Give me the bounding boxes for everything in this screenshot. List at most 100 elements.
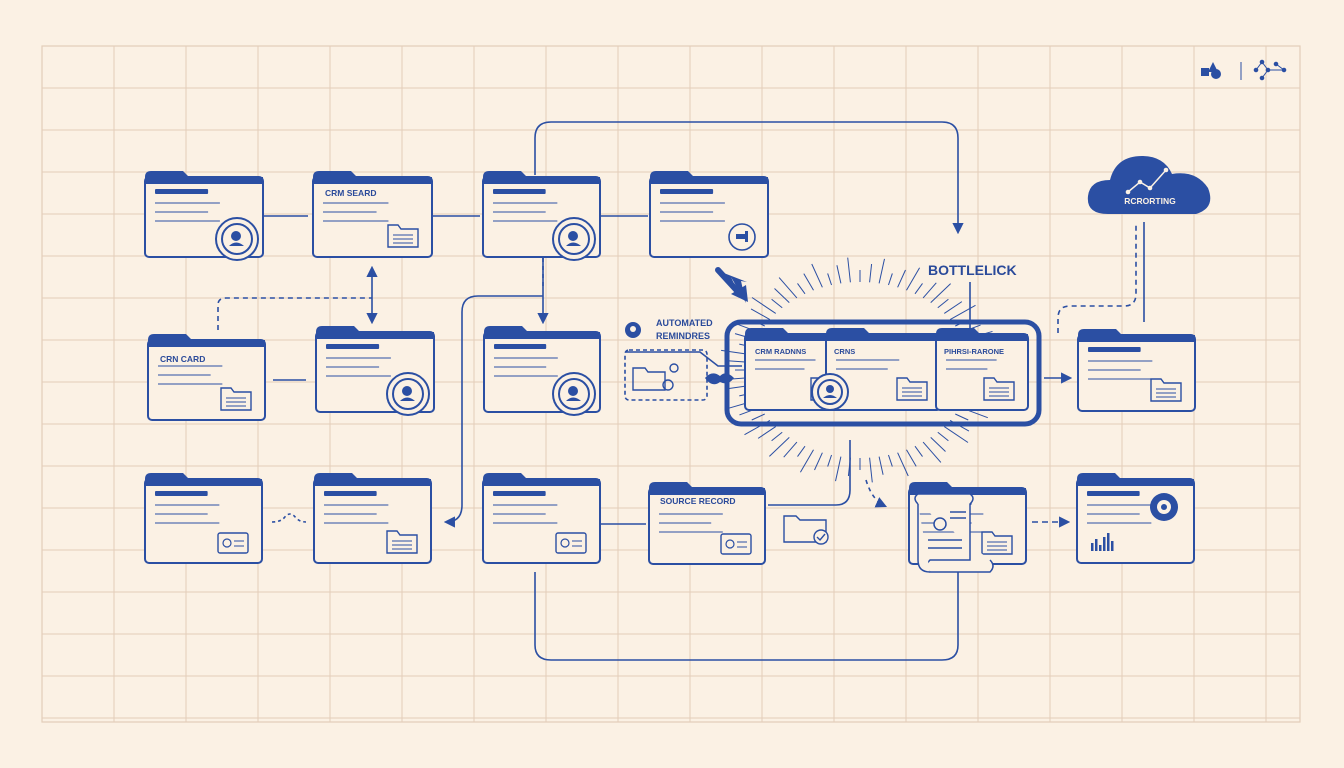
burst-ray [869, 263, 873, 283]
connector-reminders [626, 351, 742, 367]
card-stack-2[interactable] [825, 328, 942, 411]
burst-ray [803, 273, 814, 291]
burst-ray [930, 283, 951, 303]
document-scroll-icon [914, 493, 994, 573]
contact-badge-icon [811, 373, 849, 411]
card-source-record[interactable] [648, 482, 766, 565]
bottleneck-label: BOTTLELICK [928, 262, 1017, 278]
big-arrow-icon [716, 270, 747, 303]
source-record-label: SOURCE RECORD [660, 496, 736, 506]
folder-header [1078, 335, 1195, 342]
burst-ray [774, 288, 790, 303]
card-stack-3[interactable] [935, 328, 1029, 411]
burst-ray [914, 445, 923, 457]
automated-label-2: REMINDRES [656, 331, 710, 341]
shapes-icon[interactable] [1201, 62, 1221, 79]
cloud-label: RCRORTING [1124, 196, 1176, 206]
burst-ray [897, 269, 906, 288]
folder-header [909, 488, 1026, 495]
connector-left-long [443, 295, 543, 528]
card-title-bar [493, 491, 546, 496]
burst-ray [937, 298, 949, 309]
handshake-icon [705, 373, 734, 385]
folder-check-icon [783, 515, 829, 545]
burst-ray [836, 265, 842, 284]
card-r1-c1[interactable] [144, 171, 264, 261]
bar-chart-bar [1091, 543, 1094, 551]
burst-ray [878, 456, 884, 475]
folder-header [145, 479, 262, 486]
card-title-bar [660, 189, 714, 194]
card-r3-c1[interactable] [144, 473, 263, 564]
folder-header [650, 177, 768, 184]
reminders-dashed-box [624, 349, 708, 401]
card-r2-right[interactable] [1077, 329, 1196, 412]
burst-ray [751, 413, 765, 421]
burst-ray [949, 304, 976, 320]
folder-header [313, 177, 432, 184]
burst-ray [922, 441, 942, 463]
burst-ray [922, 282, 937, 299]
burst-ray [799, 449, 814, 473]
burst-ray [955, 413, 969, 421]
card-title-bar [494, 344, 547, 349]
burst-ray [943, 301, 963, 314]
connector-source-up [768, 440, 851, 506]
folder-header [148, 340, 265, 347]
burst-ray [751, 297, 777, 314]
folder-header [316, 332, 434, 339]
card-r3-c2[interactable] [313, 473, 432, 564]
folder-icon [983, 377, 1015, 401]
card-title-bar [324, 491, 377, 496]
connector-top-loop [534, 121, 964, 235]
folder-header [484, 332, 600, 339]
card-crm-search[interactable] [312, 171, 433, 258]
media-icon [217, 532, 249, 554]
burst-ray [757, 426, 777, 439]
folder-header [314, 479, 431, 486]
card-crm-card[interactable] [147, 334, 266, 421]
card-r2-c3[interactable] [483, 326, 601, 416]
media-icon [555, 532, 587, 554]
burst-ray [750, 308, 771, 320]
folder-header [826, 334, 941, 341]
burst-ray [906, 267, 921, 291]
network-icon[interactable] [1253, 59, 1287, 81]
big-arrow-head [731, 285, 748, 302]
stack-card-3-label: PIHRSI-RARONE [944, 347, 1004, 356]
card-r3-right[interactable] [1076, 473, 1195, 564]
connector-bottom-loop [534, 572, 959, 661]
connector-dashed-cloud [1057, 222, 1137, 333]
burst-ray [827, 273, 833, 286]
bar-chart-bar [1107, 533, 1110, 551]
card-r1-c4[interactable] [649, 171, 769, 258]
folder-cards [144, 171, 1196, 565]
bottleneck-box[interactable] [724, 319, 1042, 427]
bar-chart-bar [1099, 545, 1102, 551]
burst-ray [835, 456, 842, 482]
burst-ray [797, 445, 806, 457]
burst-ray [937, 431, 949, 442]
connectors [217, 121, 1145, 661]
folder-icon [981, 531, 1013, 555]
folder-icon [386, 530, 418, 554]
crm-search-label: CRM SEARD [325, 188, 376, 198]
automated-label-1: AUTOMATED [656, 318, 713, 328]
burst-ray [847, 257, 851, 283]
folder-header [745, 334, 855, 341]
folder-icon [220, 387, 252, 411]
card-title-bar [1087, 491, 1140, 496]
card-title-bar [326, 344, 380, 349]
folder-icon [1150, 378, 1182, 402]
folder-icon [896, 377, 928, 401]
burst-ray [878, 258, 885, 284]
card-r2-c2[interactable] [315, 326, 435, 416]
folder-icon [632, 363, 679, 391]
folder-header [1077, 479, 1194, 486]
burst-ray [769, 437, 790, 457]
card-r3-c3[interactable] [482, 473, 601, 564]
card-r1-c3[interactable] [482, 171, 601, 261]
bar-chart-bar [1095, 539, 1098, 551]
